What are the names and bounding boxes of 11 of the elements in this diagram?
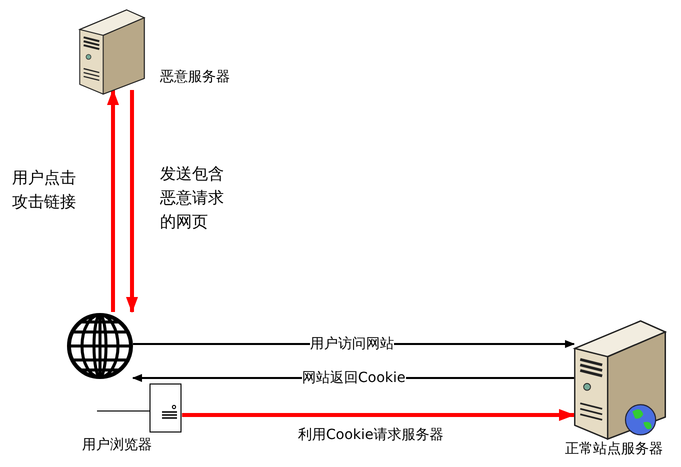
edge-label: 用户点击攻击链接 bbox=[12, 167, 77, 213]
arrow bbox=[107, 89, 119, 312]
arrow bbox=[182, 409, 575, 421]
server-label: 恶意服务器 bbox=[160, 68, 230, 86]
edge-label: 用户访问网站 bbox=[310, 335, 394, 353]
browser-label: 用户浏览器 bbox=[82, 436, 152, 454]
server-label: 正常站点服务器 bbox=[565, 440, 663, 458]
edge-label: 利用Cookie请求服务器 bbox=[298, 426, 444, 444]
edge-label: 网站返回Cookie bbox=[302, 369, 406, 387]
edge-label: 发送包含恶意请求的网页 bbox=[160, 163, 224, 233]
arrow bbox=[126, 90, 138, 313]
